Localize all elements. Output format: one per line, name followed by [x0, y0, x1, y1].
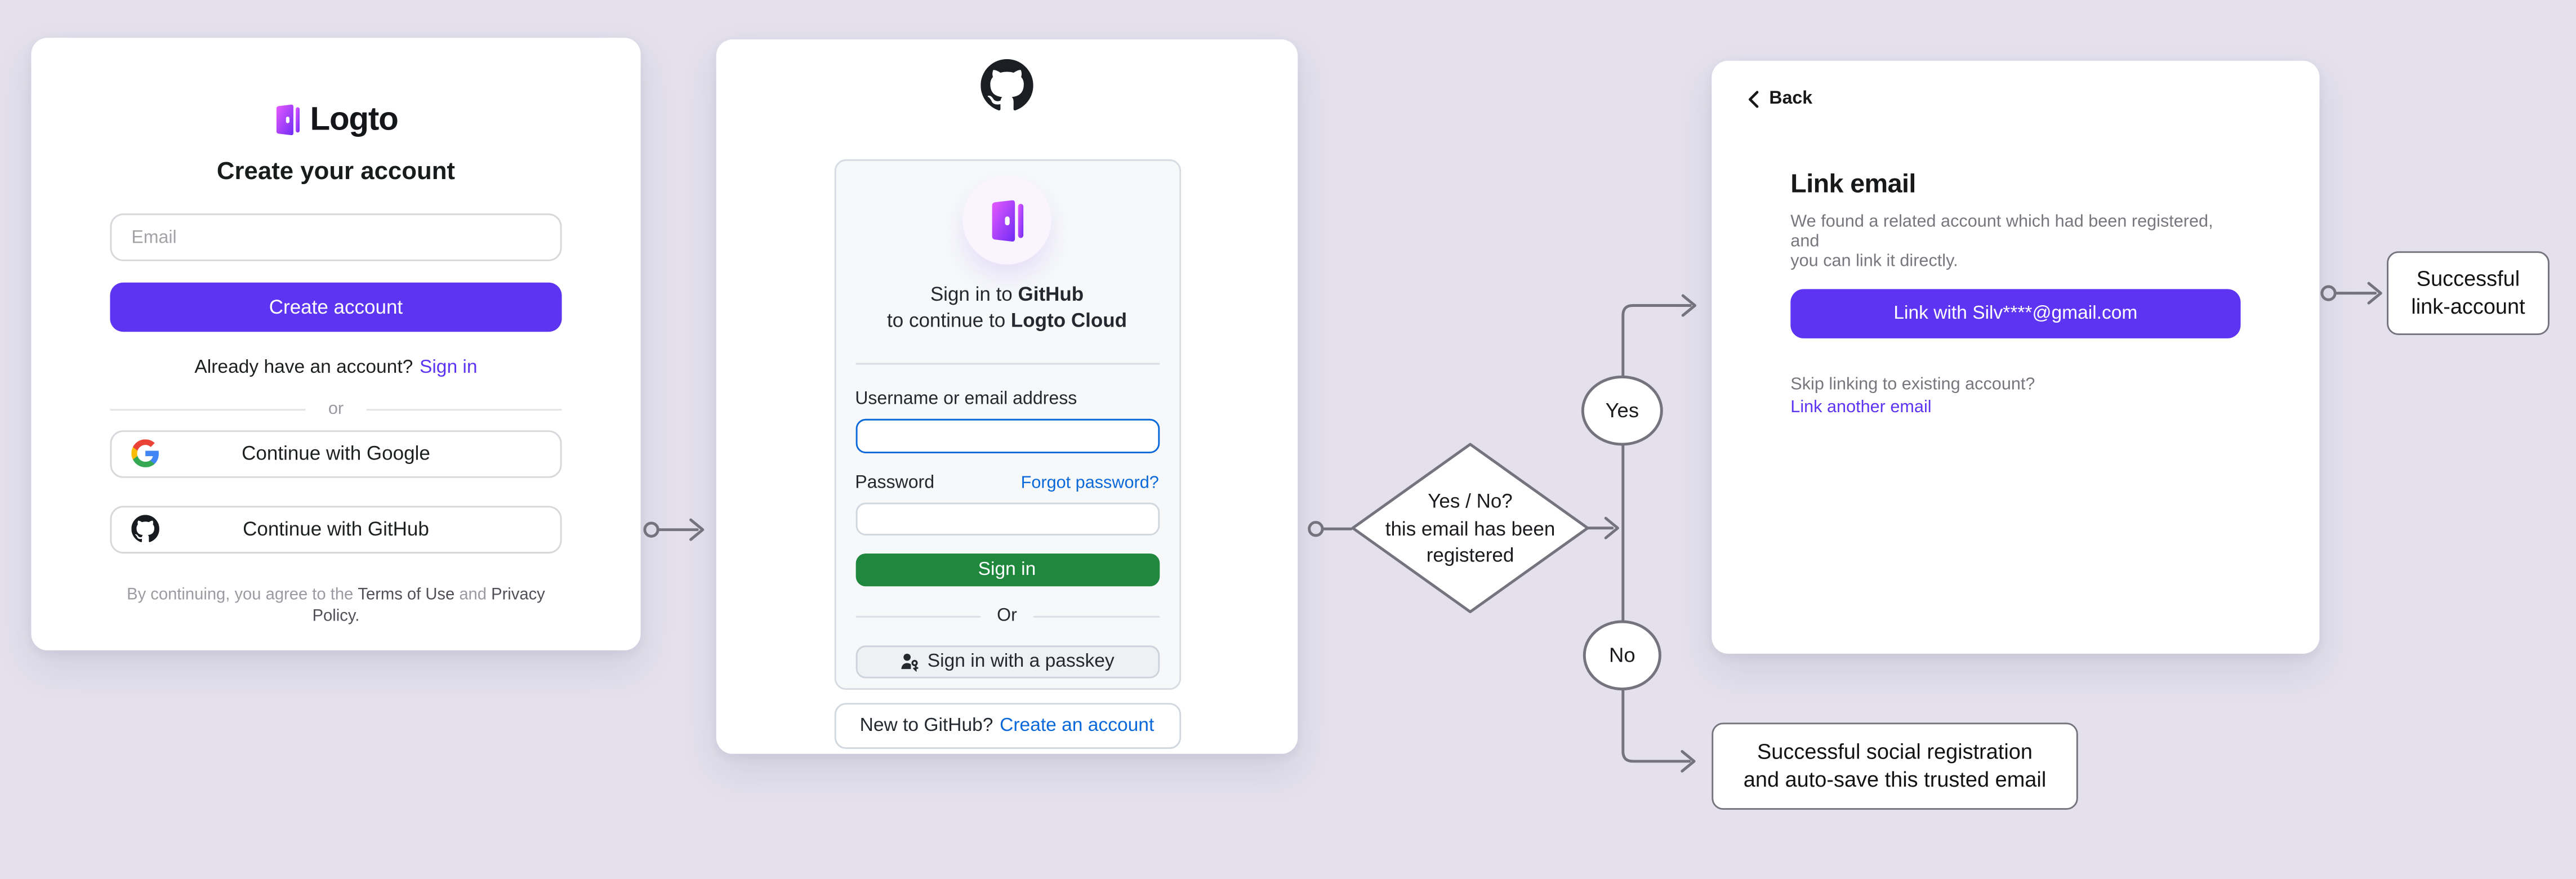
logto-logo: Logto: [274, 101, 399, 139]
terms-of-use-link[interactable]: Terms of Use: [358, 585, 455, 604]
logto-wordmark: Logto: [310, 101, 399, 139]
decision-line: this email has been: [1385, 516, 1556, 540]
description: We found a related account which had bee…: [1790, 212, 2240, 271]
logto-app-badge: [962, 176, 1051, 265]
outcome-line: Successful social registration: [1757, 738, 2033, 763]
continue-with-github-button[interactable]: Continue with GitHub: [110, 505, 562, 554]
chevron-left-icon: [1748, 90, 1759, 108]
password-row: Password Forgot password?: [855, 472, 1159, 494]
link-email-screen: Back Link email We found a related accou…: [1712, 60, 2320, 654]
or-divider: or: [110, 398, 562, 420]
connector-start-dot: [643, 521, 659, 538]
continue-with-google-button[interactable]: Continue with Google: [110, 429, 562, 478]
continue-with-github-label: Continue with GitHub: [243, 517, 429, 541]
decision-line: Yes / No?: [1428, 489, 1513, 513]
arrowhead-icon: [2367, 282, 2382, 305]
divider-label: or: [328, 398, 344, 418]
signin-link[interactable]: Sign in: [419, 358, 478, 378]
oauth-heading: Sign in to GitHub to continue to Logto C…: [855, 283, 1159, 333]
outcome-line: and auto-save this trusted email: [1743, 767, 2047, 792]
terms-notice: By continuing, you agree to the Terms of…: [110, 584, 561, 627]
back-label: Back: [1769, 88, 1813, 109]
username-label: Username or email address: [855, 389, 1077, 409]
or-divider: Or: [855, 605, 1159, 627]
forgot-password-link[interactable]: Forgot password?: [1020, 472, 1159, 492]
link-another-email-link[interactable]: Link another email: [1790, 397, 1932, 417]
outcome-link-account-box: Successful link-account: [2387, 250, 2550, 334]
back-button[interactable]: Back: [1748, 87, 2319, 110]
password-input[interactable]: [855, 502, 1159, 535]
divider-line: [855, 615, 981, 617]
new-to-github-text: New to GitHub?: [859, 715, 993, 735]
terms-and: and: [459, 585, 487, 604]
description-line: you can link it directly.: [1790, 251, 1958, 271]
create-account-button[interactable]: Create account: [110, 282, 562, 331]
github-octocat-icon: [981, 59, 1033, 111]
github-oauth-card: Sign in to GitHub to continue to Logto C…: [834, 159, 1180, 689]
privacy-policy-link[interactable]: Privacy Policy.: [312, 585, 545, 625]
divider-label: Or: [997, 605, 1017, 625]
outcome-line: Successful: [2416, 265, 2520, 290]
divider-line: [1033, 615, 1159, 617]
decision-line: registered: [1426, 543, 1514, 567]
continue-with-google-label: Continue with Google: [242, 442, 430, 466]
create-account-box: New to GitHub? Create an account: [834, 702, 1180, 748]
oauth-heading-app: GitHub: [1018, 282, 1084, 306]
oauth-heading-prefix2: to continue to: [887, 307, 1011, 331]
oauth-heading-prefix: Sign in to: [930, 282, 1018, 306]
page-title: Link email: [1790, 171, 1916, 199]
arrowhead-icon: [1604, 516, 1619, 539]
github-icon: [131, 515, 159, 543]
oauth-heading-target: Logto Cloud: [1010, 307, 1127, 331]
passkey-signin-label: Sign in with a passkey: [927, 651, 1115, 671]
passkey-icon: [899, 652, 919, 671]
divider-line: [366, 408, 562, 410]
description-line: We found a related account which had bee…: [1790, 212, 2213, 252]
connector-start-dot: [2320, 285, 2337, 301]
link-with-email-button[interactable]: Link with Silv****@gmail.com: [1790, 289, 2241, 338]
no-node-label: No: [1609, 644, 1635, 667]
page-title: Create your account: [216, 158, 455, 186]
email-field[interactable]: [110, 213, 562, 261]
arrowhead-icon: [1681, 749, 1696, 773]
outcome-social-registration-box: Successful social registration and auto-…: [1712, 721, 2078, 809]
terms-prefix: By continuing, you agree to the: [127, 585, 354, 604]
github-signin-button[interactable]: Sign in: [855, 552, 1159, 586]
connector-start-dot: [1308, 521, 1324, 537]
skip-prompt: Skip linking to existing account?: [1790, 374, 2035, 395]
arrowhead-icon: [1681, 294, 1697, 317]
password-label: Password: [855, 472, 935, 492]
logto-door-icon: [274, 104, 300, 136]
arrowhead-icon: [689, 518, 705, 541]
outcome-line: link-account: [2411, 294, 2525, 319]
signin-prompt: Already have an account? Sign in: [194, 358, 477, 380]
logto-door-icon: [992, 199, 1024, 241]
decision-diamond-label: Yes / No? this email has been registered: [1352, 488, 1589, 569]
yes-node-label: Yes: [1605, 399, 1639, 422]
username-input[interactable]: [855, 418, 1159, 453]
logto-signup-screen: Logto Create your account Create account…: [31, 38, 641, 651]
github-create-account-link[interactable]: Create an account: [1000, 715, 1155, 735]
divider-line: [110, 408, 306, 410]
passkey-signin-button[interactable]: Sign in with a passkey: [855, 644, 1159, 678]
divider: [855, 363, 1159, 365]
google-icon: [131, 439, 159, 468]
github-signin-screen: Sign in to GitHub to continue to Logto C…: [716, 39, 1298, 754]
signin-prompt-text: Already have an account?: [194, 358, 413, 378]
